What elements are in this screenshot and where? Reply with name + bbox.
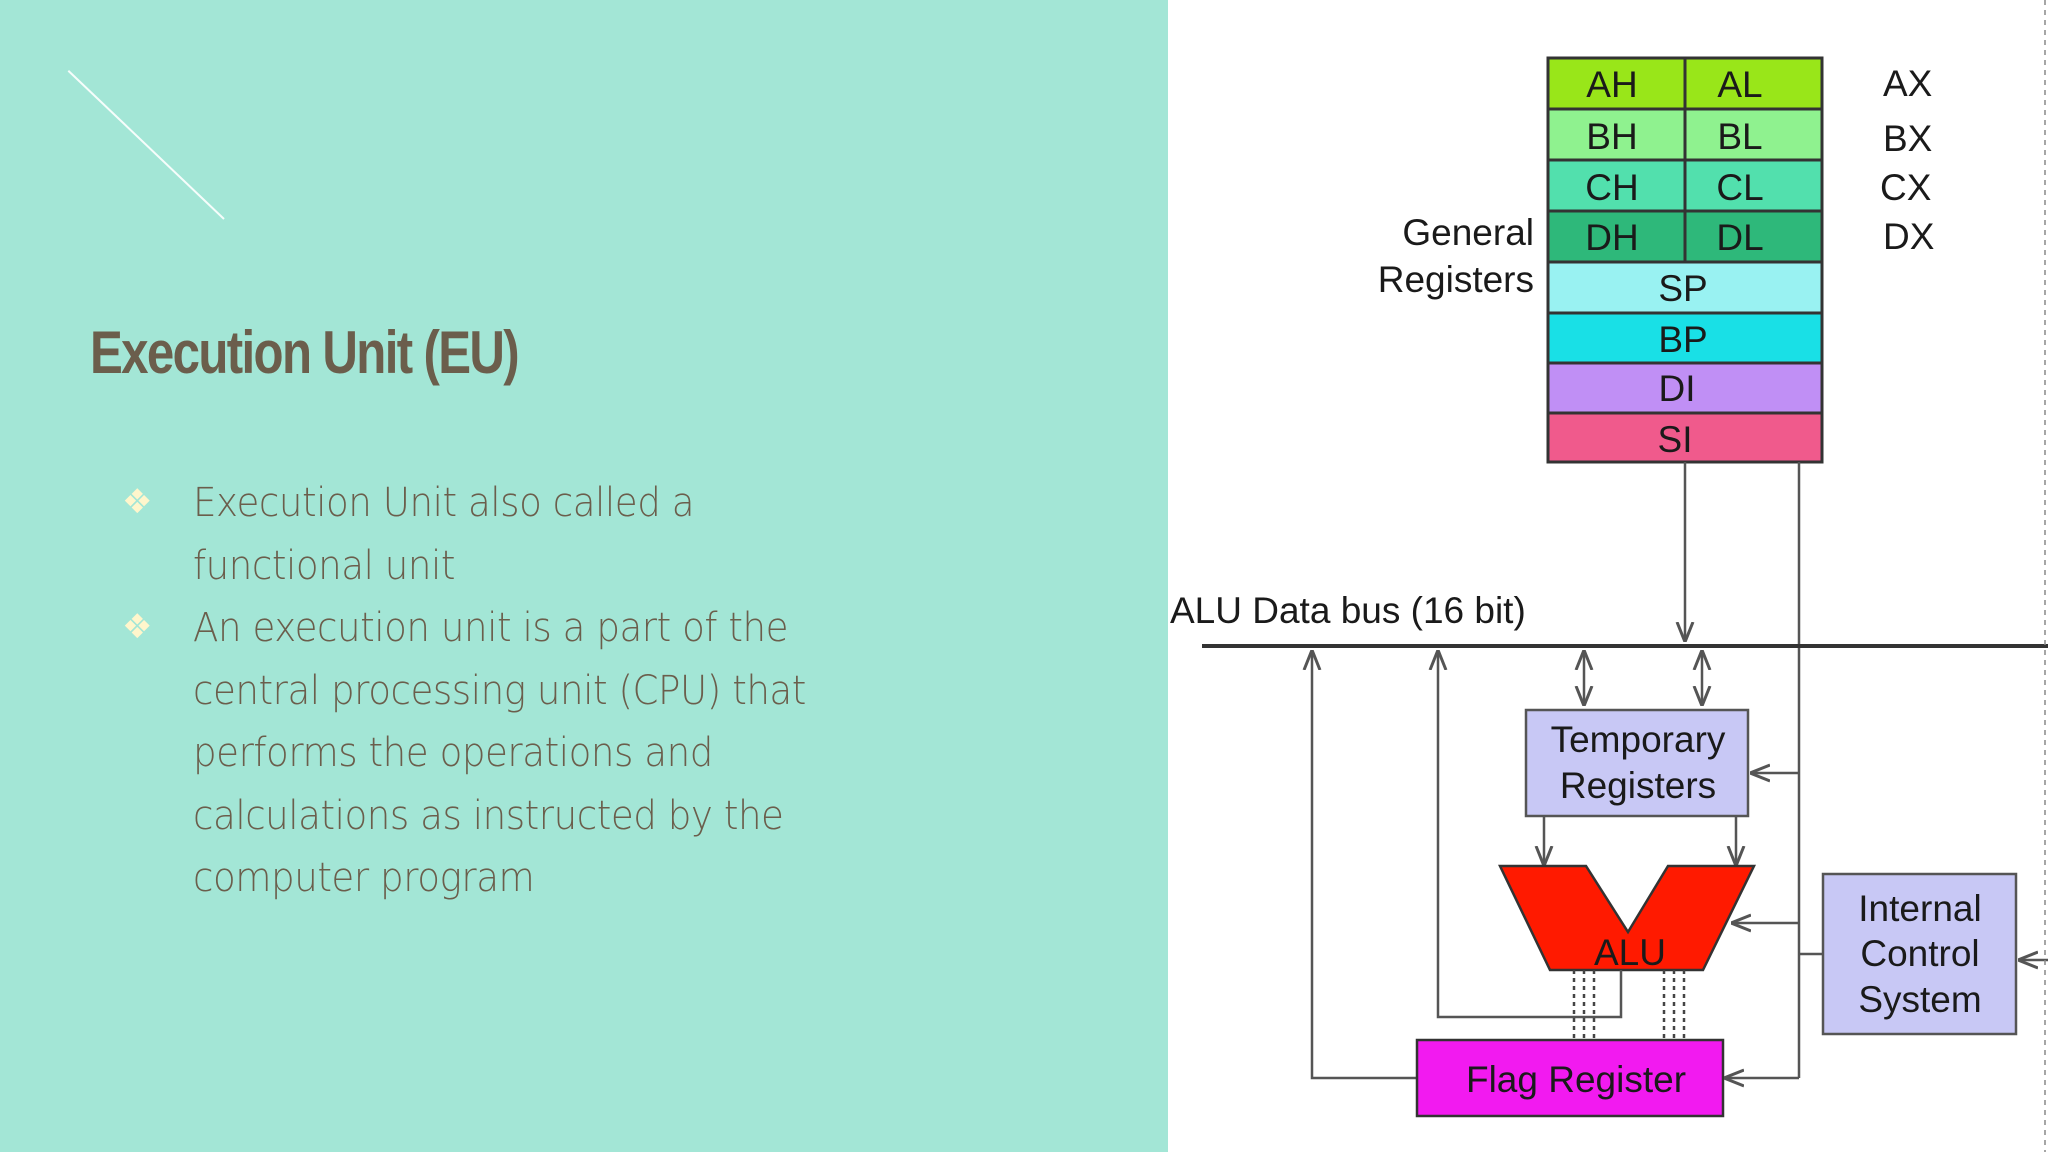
register-bp: BP bbox=[1546, 311, 1824, 365]
internal-control-label-line2: Control bbox=[1860, 933, 1979, 974]
decorative-line bbox=[67, 70, 225, 220]
bullet-text: Execution Unit also called a functional … bbox=[193, 480, 695, 589]
register-di: DI bbox=[1546, 361, 1824, 415]
alu: ALU bbox=[1498, 864, 1757, 973]
bullet-item: ❖ An execution unit is a part of the cen… bbox=[118, 597, 918, 910]
register-box bbox=[1546, 311, 1824, 365]
register-box bbox=[1546, 411, 1824, 464]
register-low-label: DL bbox=[1716, 217, 1763, 258]
alu-shape bbox=[1498, 864, 1757, 972]
register-si: SI bbox=[1546, 411, 1824, 464]
diagram-panel: AH AL AX BH BL BX CH CL CX DH DL DX SP bbox=[1168, 0, 2048, 1152]
register-high-label: DH bbox=[1585, 217, 1638, 258]
bullet-text: An execution unit is a part of the centr… bbox=[193, 605, 806, 901]
text-panel: Execution Unit (EU) ❖ Execution Unit als… bbox=[67, 70, 918, 910]
register-label: SP bbox=[1658, 268, 1707, 309]
internal-control-label-line3: System bbox=[1858, 979, 1981, 1020]
register-box bbox=[1546, 260, 1824, 315]
diamond-cluster-icon: ❖ bbox=[122, 482, 153, 522]
register-label: SI bbox=[1658, 419, 1693, 460]
internal-control-label-line1: Internal bbox=[1858, 888, 1981, 929]
flag-register-label: Flag Register bbox=[1466, 1059, 1686, 1100]
register-name-label: BX bbox=[1883, 118, 1932, 159]
register-low-label: BL bbox=[1717, 116, 1762, 157]
register-label: DI bbox=[1659, 368, 1696, 409]
alu-label: ALU bbox=[1594, 932, 1666, 973]
flag-to-bus-path bbox=[1312, 652, 1417, 1080]
register-name-label: DX bbox=[1883, 216, 1934, 257]
register-high-label: AH bbox=[1586, 64, 1637, 105]
temporary-registers: Temporary Registers bbox=[1524, 708, 1750, 818]
register-label: BP bbox=[1658, 319, 1707, 360]
alu-to-bus-path bbox=[1438, 652, 1623, 1019]
temporary-registers-label-line2: Registers bbox=[1560, 765, 1716, 806]
slide-title: Execution Unit (EU) bbox=[90, 319, 520, 386]
register-pair-cx: CH CL CX bbox=[1546, 158, 1931, 213]
temporary-registers-label-line1: Temporary bbox=[1551, 719, 1726, 760]
register-name-label: AX bbox=[1883, 63, 1932, 104]
register-high-label: CH bbox=[1585, 167, 1638, 208]
bullet-list: ❖ Execution Unit also called a functiona… bbox=[118, 472, 918, 910]
flag-register-box bbox=[1415, 1038, 1725, 1118]
register-low-label: AL bbox=[1717, 64, 1762, 105]
alu-data-bus-label: ALU Data bus (16 bit) bbox=[1170, 590, 1526, 631]
register-high-label: BH bbox=[1586, 116, 1637, 157]
temporary-registers-box bbox=[1524, 708, 1750, 818]
internal-control-system: Internal Control System bbox=[1821, 872, 2018, 1036]
diamond-cluster-icon: ❖ bbox=[122, 607, 153, 647]
register-pair-dx: DH DL DX bbox=[1546, 209, 1934, 264]
register-sp: SP bbox=[1546, 260, 1824, 315]
alu-flag-signals bbox=[1572, 970, 1686, 1040]
register-pair-ax: AH AL AX bbox=[1546, 56, 1932, 111]
internal-control-box bbox=[1821, 872, 2018, 1036]
register-name-label: CX bbox=[1880, 167, 1931, 208]
eu-block-diagram: AH AL AX BH BL BX CH CL CX DH DL DX SP bbox=[1170, 0, 2048, 1152]
register-pair-bx: BH BL BX bbox=[1546, 107, 1932, 162]
flag-register: Flag Register bbox=[1415, 1038, 1725, 1118]
register-low-label: CL bbox=[1716, 167, 1763, 208]
general-registers-label-line2: Registers bbox=[1378, 259, 1534, 300]
bullet-item: ❖ Execution Unit also called a functiona… bbox=[118, 472, 918, 597]
register-box bbox=[1546, 361, 1824, 415]
general-registers-label-line1: General bbox=[1402, 212, 1534, 253]
